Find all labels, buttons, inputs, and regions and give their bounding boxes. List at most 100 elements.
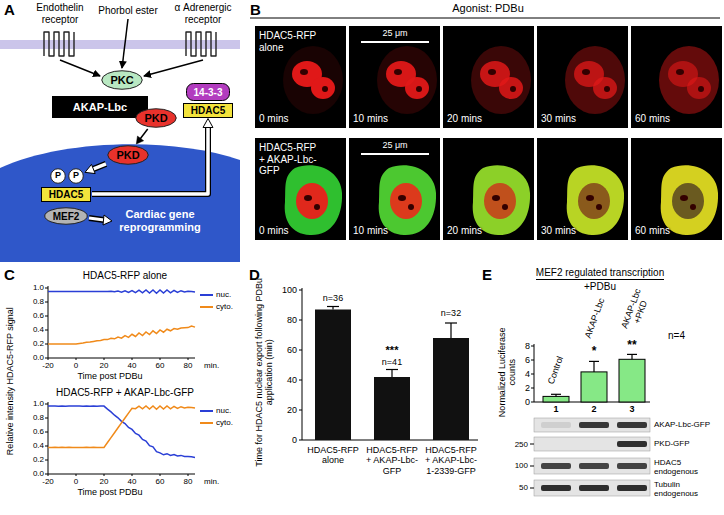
receptor-symbol (186, 32, 216, 56)
nucleolus (492, 195, 500, 201)
node-outline (187, 84, 230, 101)
axis-line (48, 402, 49, 474)
label: HDAC5 endogenous (654, 458, 716, 476)
label: +PDBu (584, 281, 616, 293)
tick (45, 446, 48, 447)
label: 0 mins (259, 225, 288, 237)
label: B (250, 1, 261, 18)
connector-line (92, 127, 208, 195)
arrowhead (136, 136, 143, 144)
nucleus (687, 77, 711, 99)
bar (374, 377, 410, 440)
label: 250 (515, 440, 528, 449)
tick (45, 288, 48, 289)
legend-text: nuc. (216, 406, 231, 415)
node-outline (108, 146, 149, 165)
label: 60 (156, 361, 165, 370)
label: 40 (287, 375, 297, 385)
label: 0.6 (33, 427, 44, 436)
label: HDAC5-RFP + AKAP-Lbc-1-2339-GFP (423, 445, 479, 476)
label: AKAP-Lbc +PKD (618, 283, 655, 337)
label: Time post PDBu (77, 371, 142, 381)
axis-line (534, 344, 535, 402)
label: Normalized Luciferase counts (497, 316, 518, 428)
bar (581, 372, 607, 402)
label: 0 (74, 477, 78, 486)
transcription-arrow (89, 218, 104, 220)
label: 2 (525, 383, 530, 393)
label: 0.8 (33, 297, 44, 306)
tick (48, 358, 49, 360)
label: Time for HDAC5 nuclear export following … (254, 277, 275, 467)
node-outline (53, 97, 148, 118)
nucleolus (300, 69, 308, 75)
label: 3 (629, 404, 634, 414)
tick (45, 432, 48, 433)
tick (45, 404, 48, 405)
nucleolus (586, 195, 594, 201)
label: 20 mins (447, 225, 482, 237)
tick (45, 330, 48, 331)
scaffold-box: AKAP-Lbc (52, 96, 148, 118)
label: 60 (156, 477, 165, 486)
error-bar (450, 323, 451, 338)
label: 0.8 (33, 413, 44, 422)
legend-sample (200, 422, 213, 424)
axis-line (302, 288, 303, 440)
node-outline (42, 187, 91, 201)
marker-tick (530, 488, 534, 489)
label: 80 (287, 315, 297, 325)
tick (299, 410, 302, 411)
micrograph-ground (537, 138, 628, 240)
micrograph-ground (255, 26, 346, 128)
label: min. (204, 477, 219, 486)
label: 20 (100, 361, 109, 370)
nucleus (0, 144, 240, 262)
label: 0.2 (33, 455, 44, 464)
tick (299, 290, 302, 291)
micrograph (631, 138, 722, 240)
legend-text: cyto. (216, 302, 233, 311)
label: n=36 (323, 293, 343, 303)
label: 30 mins (541, 225, 576, 237)
protein-box: HDAC5 (41, 187, 91, 202)
cell (473, 165, 530, 235)
label: Phorbol ester (98, 5, 157, 17)
label: 25 μm (382, 140, 407, 150)
phosphate-circle: P (50, 168, 66, 184)
nuc-trace (48, 406, 195, 457)
legend-text: nuc. (216, 290, 231, 299)
micrograph (537, 26, 628, 128)
label: 0.4 (33, 441, 44, 450)
tick (45, 344, 48, 345)
label: 0.0 (33, 469, 44, 478)
tick (188, 358, 189, 360)
node-text: PKD (144, 112, 167, 124)
tick (132, 474, 133, 476)
axis-line (48, 358, 195, 359)
tick (132, 358, 133, 360)
error-cap (327, 306, 339, 307)
label: 8 (525, 341, 530, 351)
nucleus (499, 77, 523, 99)
node-outline (102, 71, 143, 90)
label: ** (627, 339, 636, 353)
marker-tick (530, 444, 534, 445)
node-text: PKC (110, 74, 133, 86)
marker-tick (530, 466, 534, 467)
blot-band (579, 422, 609, 428)
node-outline (69, 169, 84, 184)
label: Tubulin endogenous (654, 480, 716, 498)
tick (160, 474, 161, 476)
label: Endothelin receptor (20, 2, 100, 25)
tick (531, 374, 534, 375)
kinase-ellipse: PKD (107, 145, 149, 165)
micrograph (255, 138, 346, 240)
node-text: PKD (116, 149, 139, 161)
label: α Adrenergic receptor (165, 2, 241, 25)
label: n=41 (382, 357, 402, 367)
label: Cardiac gene reprogramming (115, 208, 205, 233)
nucleus (311, 77, 335, 99)
protein-box: 14-3-3 (186, 83, 230, 101)
label: C (4, 266, 15, 283)
